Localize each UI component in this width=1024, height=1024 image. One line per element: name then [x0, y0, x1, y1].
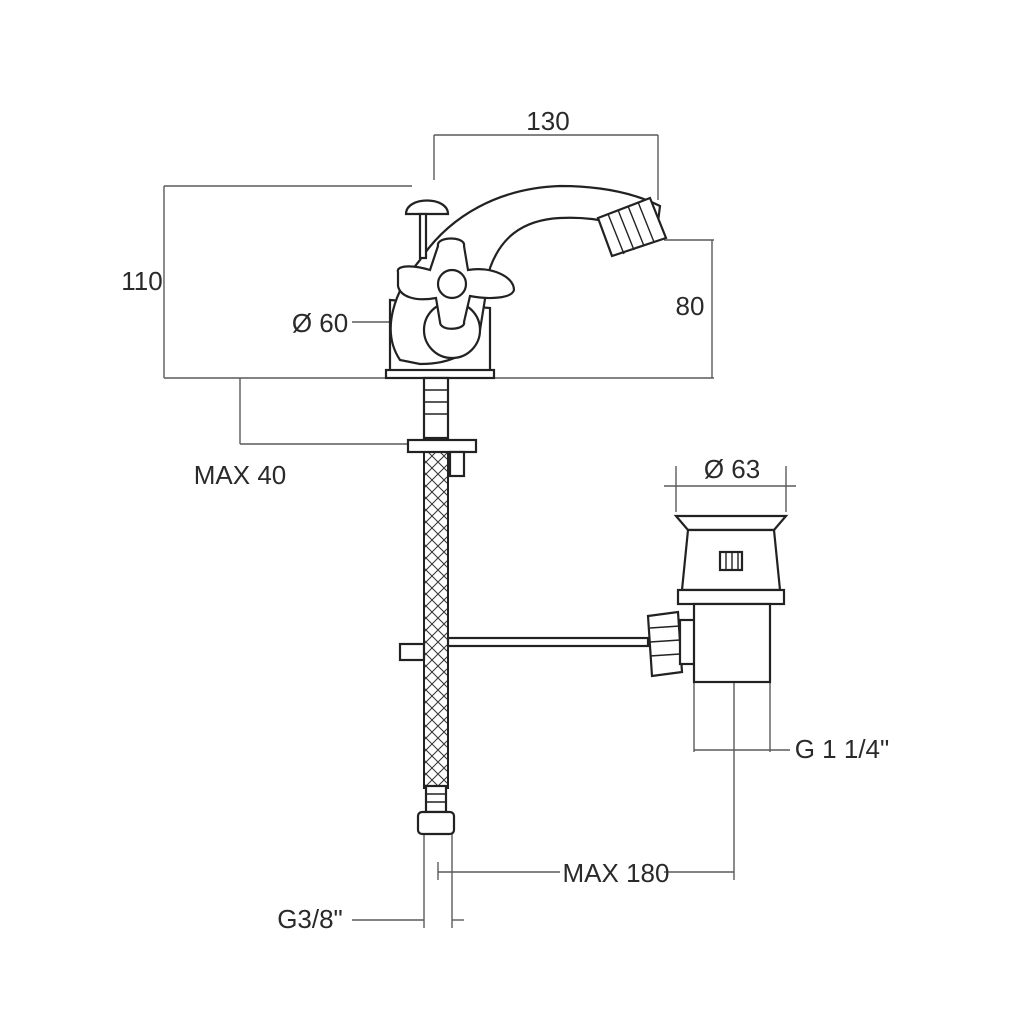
label-110: 110 [121, 266, 162, 296]
spray-nozzle [596, 196, 668, 258]
label-g-1-1-4: G 1 1/4" [795, 734, 890, 764]
label-max-180: MAX 180 [563, 858, 670, 888]
label-80: 80 [676, 291, 705, 321]
dimension-80: 80 [664, 239, 714, 378]
dimension-g3-8: G3/8" [277, 834, 464, 934]
cross-handle [396, 237, 516, 330]
linkage-rod [446, 610, 700, 678]
label-g3-8: G3/8" [277, 904, 343, 934]
waste-assembly [673, 514, 789, 684]
dimension-110: 110 [121, 185, 412, 378]
label-diameter-60: Ø 60 [292, 308, 348, 338]
dimension-max-180: MAX 180 [437, 680, 735, 888]
label-max-40: MAX 40 [194, 460, 287, 490]
dimension-130: 130 [433, 106, 659, 200]
dimension-diameter-60: Ø 60 [292, 308, 480, 338]
dimension-max-40: MAX 40 [194, 378, 412, 490]
dimension-g-1-1-4: G 1 1/4" [693, 680, 890, 764]
popup-knob [404, 199, 450, 260]
dimension-diameter-63: Ø 63 [664, 454, 796, 512]
label-130: 130 [526, 106, 569, 136]
label-diameter-63: Ø 63 [704, 454, 760, 484]
supply-hose [398, 376, 478, 836]
